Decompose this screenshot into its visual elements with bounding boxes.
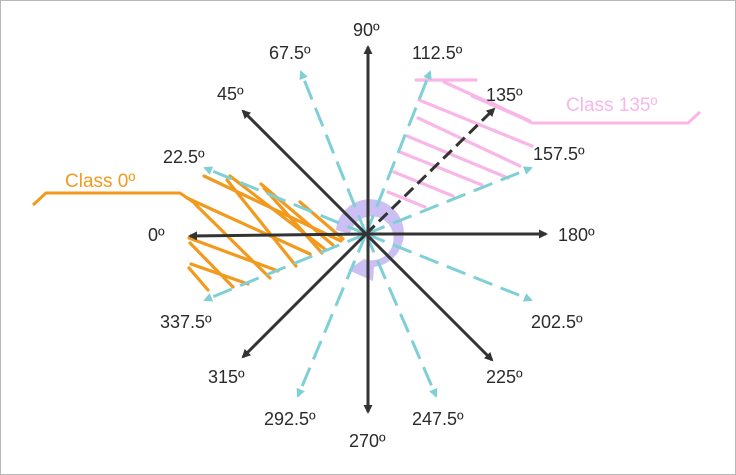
- label-22-5: 22.5º: [163, 147, 205, 167]
- label-225: 225º: [486, 367, 523, 387]
- arrow-157-5: [365, 166, 533, 236]
- label-337-5: 337.5º: [160, 312, 212, 332]
- class-0-hatch-stripes: [187, 178, 324, 292]
- arrow-0: [188, 231, 367, 241]
- class-135-leader: [485, 98, 702, 125]
- arrow-135: [364, 107, 496, 236]
- arrow-225: [364, 232, 494, 362]
- arrow-67-5: [299, 70, 368, 235]
- label-202-5: 202.5º: [531, 312, 583, 332]
- arrow-112-5: [364, 70, 432, 235]
- class-0-label: Class 0º: [65, 171, 135, 192]
- label-90: 90º: [353, 20, 380, 40]
- dashed-arrows: [203, 70, 533, 398]
- label-180: 180º: [558, 225, 595, 245]
- label-247-5: 247.5º: [412, 409, 464, 429]
- label-0: 0º: [148, 225, 165, 245]
- arrow-22-5: [203, 166, 367, 236]
- label-45: 45º: [217, 84, 244, 104]
- class-0-hatch: [185, 174, 345, 286]
- label-67-5: 67.5º: [269, 43, 311, 63]
- solid-arrows: [188, 45, 548, 414]
- arrow-202-5: [365, 232, 533, 302]
- label-112-5: 112.5º: [412, 43, 463, 63]
- arrow-315: [241, 232, 368, 359]
- label-135: 135º: [486, 85, 523, 105]
- label-315: 315º: [208, 367, 245, 387]
- label-157-5: 157.5º: [533, 144, 585, 164]
- label-270: 270º: [349, 431, 386, 451]
- arrow-247-5: [364, 233, 438, 398]
- class-0-leader: [31, 191, 197, 207]
- arrow-292-5: [296, 233, 368, 398]
- class-135-label: Class 135º: [566, 95, 657, 116]
- arrow-45: [241, 109, 368, 236]
- arrow-337-5: [203, 232, 367, 302]
- label-292-5: 292.5º: [264, 409, 316, 429]
